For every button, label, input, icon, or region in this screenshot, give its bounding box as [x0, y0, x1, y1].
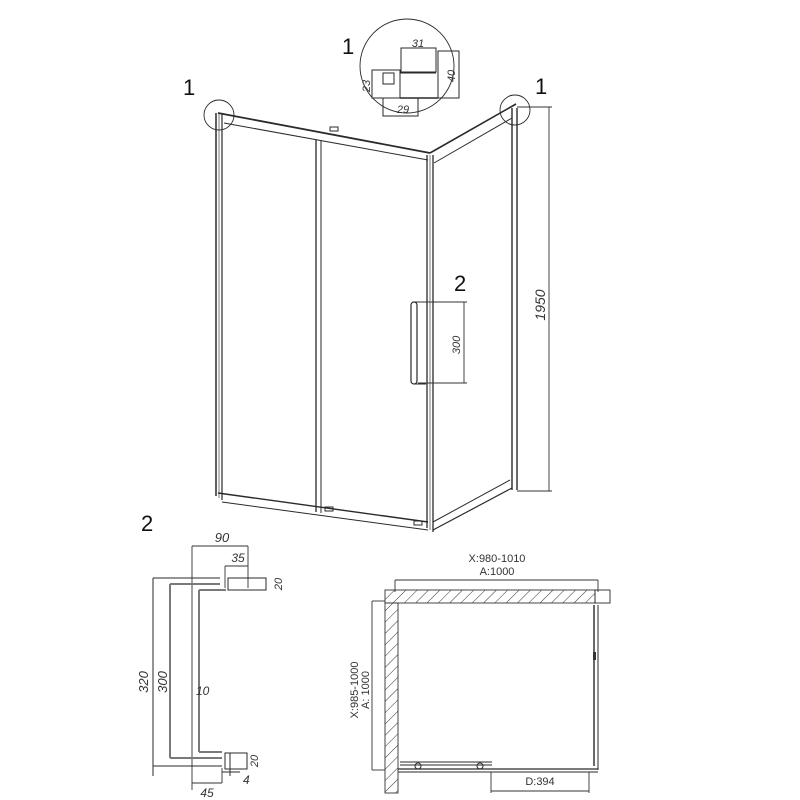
overall-length-label: 320	[136, 670, 151, 692]
callout-1-center: 1	[342, 34, 354, 59]
profile-dim-bottom: 29	[396, 104, 409, 116]
detail-circle-left	[203, 99, 235, 131]
profile-detail: 31 40 23 29	[359, 18, 460, 117]
bar-diameter-label: 10	[196, 684, 210, 698]
plan-depth-nominal: A: 1000	[360, 671, 372, 709]
plan-door-opening: D:394	[525, 776, 554, 788]
callout-2-handle: 2	[454, 271, 466, 296]
profile-dim-top: 31	[412, 38, 424, 50]
elevation-view: 300 1950	[203, 94, 552, 532]
plan-view: X:980-1010 A:1000 X:985-1000 A: 1000 D:3…	[349, 553, 611, 794]
plan-width-range: X:980-1010	[469, 553, 526, 565]
glass-gap-label: 4	[243, 773, 250, 787]
plan-depth-range: X:985-1000	[349, 662, 361, 719]
handle-detail: 90 35 20 20 4 45 320 300 10	[136, 530, 285, 800]
handle-length-label: 300	[451, 335, 463, 354]
detail-circle-right	[499, 94, 531, 126]
callout-1-right: 1	[535, 74, 547, 99]
height-label: 1950	[532, 289, 548, 320]
mount-height-top-label: 20	[273, 577, 285, 591]
callout-1-left: 1	[183, 75, 195, 100]
grip-length-label: 300	[155, 670, 170, 692]
handle-depth-label: 90	[215, 530, 230, 545]
mount-width-label: 35	[231, 551, 245, 565]
profile-dim-left: 23	[361, 79, 373, 93]
door-handle	[410, 301, 426, 385]
callout-2-detail: 2	[141, 511, 153, 536]
mount-height-bottom-label: 20	[249, 754, 261, 768]
plan-width-nominal: A:1000	[480, 566, 515, 578]
base-width-label: 45	[200, 786, 214, 800]
profile-dim-right: 40	[446, 69, 458, 82]
